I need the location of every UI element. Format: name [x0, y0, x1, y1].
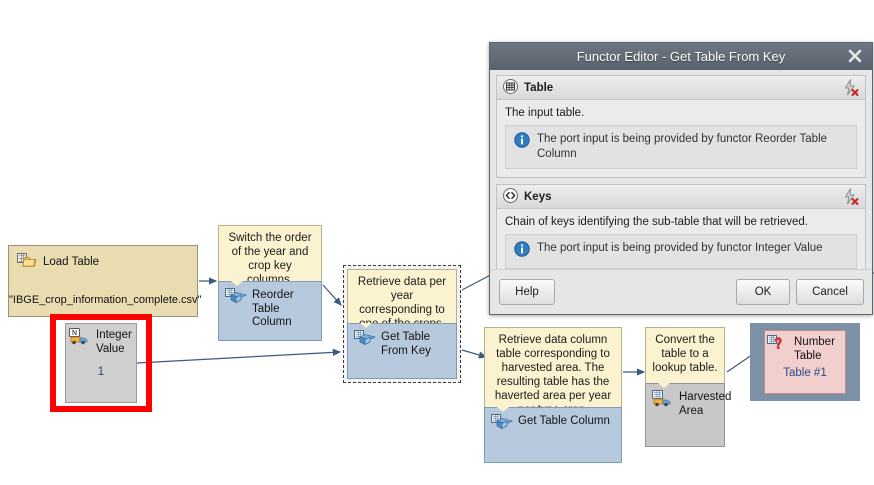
node-get-table-from-key-body[interactable]: Get Table From Key — [347, 323, 457, 379]
node-get-table-from-key[interactable]: Retrieve data per year corresponding to … — [343, 265, 461, 383]
node-reorder-table-column-body[interactable]: Reorder Table Column — [218, 281, 322, 341]
disconnect-bolt-icon[interactable] — [841, 187, 860, 206]
section-keys: Keys Chain of keys identifying the sub-t… — [496, 184, 866, 278]
node-integer-value-title: Integer Value — [96, 329, 132, 355]
dialog-button-row: Help OK Cancel — [490, 269, 872, 314]
section-table-description: The input table. — [505, 107, 585, 119]
info-icon — [514, 241, 530, 262]
comment-notch — [231, 281, 243, 286]
svg-text:N: N — [72, 329, 77, 337]
section-table: Table The input table. The — [496, 75, 866, 178]
comment-notch — [658, 383, 670, 388]
cube-table-icon — [354, 330, 377, 354]
node-get-table-column-body[interactable]: Get Table Column — [484, 407, 622, 463]
section-table-info: The port input is being provided by func… — [505, 125, 857, 169]
node-reorder-table-column-header: Reorder Table Column — [225, 288, 315, 330]
node-get-table-column-title: Get Table Column — [518, 415, 610, 427]
node-number-table-header: Number Table — [765, 331, 845, 363]
node-load-table-title: Load Table — [43, 255, 100, 268]
question-table-icon — [767, 335, 789, 358]
node-number-table-value: Table #1 — [783, 367, 827, 379]
node-harvested-area-title: Harvested Area — [679, 391, 732, 417]
folder-table-icon — [17, 252, 37, 271]
truck-n-icon: N — [69, 328, 91, 350]
node-load-table[interactable]: Load Table "IBGE_crop_information_comple… — [8, 245, 202, 317]
section-keys-heading: Keys — [524, 190, 552, 203]
comment-notch — [497, 407, 509, 412]
dialog-titlebar[interactable]: Functor Editor - Get Table From Key — [490, 43, 872, 70]
section-table-info-text: The port input is being provided by func… — [537, 133, 828, 160]
node-get-table-from-key-title: Get Table From Key — [381, 331, 431, 357]
section-keys-description: Chain of keys identifying the sub-table … — [505, 216, 808, 228]
info-icon — [514, 132, 530, 153]
node-load-table-header: Load Table — [9, 246, 197, 271]
section-table-heading: Table — [524, 81, 554, 94]
node-get-table-column[interactable]: Retrieve data column table corresponding… — [484, 327, 622, 463]
node-harvested-area-body[interactable]: Harvested Area — [645, 383, 731, 447]
node-number-table[interactable]: Number Table Table #1 — [764, 330, 846, 394]
help-button[interactable]: Help — [499, 279, 555, 305]
section-table-header: Table — [497, 76, 865, 100]
ok-button[interactable]: OK — [736, 279, 790, 305]
node-integer-value-header: N Integer Value — [66, 324, 136, 356]
section-keys-info: The port input is being provided by func… — [505, 234, 857, 269]
selection-outline: Retrieve data per year corresponding to … — [343, 265, 461, 383]
node-load-table-filename: "IBGE_crop_information_complete.csv" — [9, 294, 202, 306]
node-get-table-from-key-header: Get Table From Key — [354, 330, 450, 358]
node-harvested-area[interactable]: Convert the table to a lookup table. Har… — [645, 327, 731, 447]
node-integer-value-value: 1 — [97, 366, 105, 378]
code-brackets-icon — [503, 187, 518, 206]
node-harvested-area-header: Harvested Area — [652, 390, 731, 418]
disconnect-bolt-icon[interactable] — [841, 78, 860, 97]
close-icon[interactable] — [846, 47, 864, 65]
node-get-table-column-comment: Retrieve data column table corresponding… — [484, 327, 622, 416]
section-keys-header: Keys — [497, 185, 865, 209]
truck-table-icon — [652, 390, 674, 412]
table-grid-icon — [503, 78, 518, 97]
node-get-table-from-key-comment: Retrieve data per year corresponding to … — [347, 269, 457, 330]
node-reorder-table-column-title: Reorder Table Column — [252, 289, 294, 328]
cube-table-icon — [225, 288, 248, 312]
node-reorder-table-column[interactable]: Switch the order of the year and crop ke… — [218, 225, 322, 341]
node-integer-value[interactable]: N Integer Value 1 — [65, 323, 137, 403]
node-number-table-title: Number Table — [794, 336, 835, 362]
dialog-title: Functor Editor - Get Table From Key — [576, 49, 786, 64]
cube-table-icon — [491, 414, 514, 438]
highlight-box-integer-value — [50, 314, 152, 412]
dialog-content: Table The input table. The — [490, 70, 872, 278]
cancel-button[interactable]: Cancel — [796, 279, 864, 305]
node-reorder-table-column-comment: Switch the order of the year and crop ke… — [218, 225, 322, 286]
section-keys-info-text: The port input is being provided by func… — [537, 242, 823, 254]
comment-notch — [360, 323, 372, 328]
node-harvested-area-comment: Convert the table to a lookup table. — [645, 327, 725, 383]
node-get-table-column-header: Get Table Column — [491, 414, 615, 438]
functor-editor-dialog[interactable]: Functor Editor - Get Table From Key Tabl… — [489, 42, 873, 315]
